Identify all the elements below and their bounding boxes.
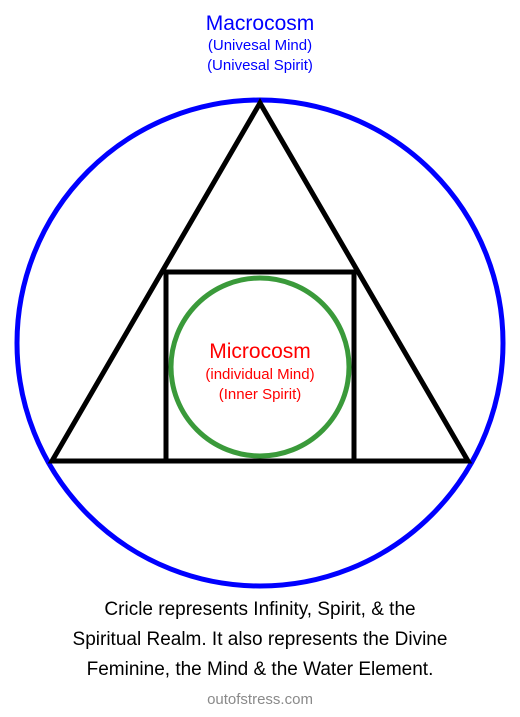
macrocosm-title: Macrocosm (205, 12, 315, 35)
inner-circle-microcosm (168, 275, 352, 459)
microcosm-title: Microcosm (209, 340, 311, 363)
caption-line-2: Spiritual Realm. It also represents the … (72, 629, 448, 650)
caption-line-1: Cricle represents Infinity, Spirit, & th… (104, 599, 416, 620)
macrocosm-label-group: Macrocosm (Univesal Mind) (Univesal Spir… (0, 12, 520, 76)
macrocosm-subtitle-mind: (Univesal Mind) (207, 37, 313, 54)
microcosm-subtitle-mind: (individual Mind) (205, 366, 315, 383)
caption-line-3: Feminine, the Mind & the Water Element. (86, 659, 434, 680)
square (163, 269, 357, 464)
caption: Cricle represents Infinity, Spirit, & th… (0, 595, 520, 685)
microcosm-label-group: Microcosm (individual Mind) (Inner Spiri… (160, 339, 360, 405)
macrocosm-subtitle-spirit: (Univesal Spirit) (207, 57, 313, 74)
triangle (47, 98, 473, 464)
microcosm-subtitle-spirit: (Inner Spirit) (218, 386, 302, 403)
footer-watermark: outofstress.com (207, 691, 313, 708)
